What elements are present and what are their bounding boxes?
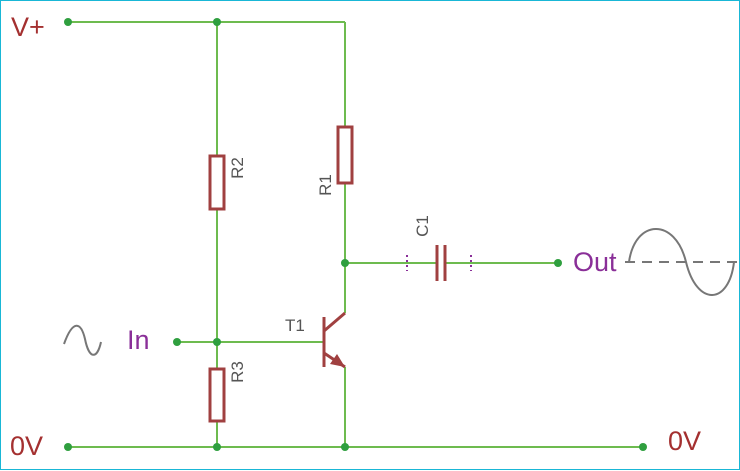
ground-r3-node	[213, 443, 221, 451]
ground-left-label: 0V	[10, 431, 43, 461]
resistor-r2: R2	[208, 154, 247, 211]
resistor-r1: R1	[316, 125, 354, 196]
resistor-r2-body	[208, 154, 226, 211]
base-divider-node	[213, 338, 221, 346]
vplus-label: V+	[11, 12, 45, 42]
output-terminal-node	[554, 259, 562, 267]
collector-output-node	[341, 259, 349, 267]
resistor-r3: R3	[208, 361, 247, 423]
resistor-r1-body	[336, 125, 354, 185]
wires	[68, 21, 643, 448]
vplus-r2-node	[213, 18, 221, 26]
vplus-terminal-node	[64, 18, 72, 26]
transistor-t1-emitter-arrow	[330, 354, 345, 367]
resistor-r3-body	[208, 367, 226, 423]
resistor-r3-label: R3	[228, 361, 247, 383]
resistor-r2-label: R2	[228, 157, 247, 179]
input-label: In	[127, 325, 150, 355]
signal-symbols	[63, 228, 737, 356]
transistor-t1-label: T1	[285, 316, 305, 335]
transistor-t1: T1	[285, 311, 346, 369]
ground-left-node	[64, 443, 72, 451]
ground-emitter-node	[341, 443, 349, 451]
transistor-t1-collector	[323, 311, 346, 333]
ground-right-label: 0V	[668, 426, 701, 456]
input-terminal-node	[173, 338, 181, 346]
net-labels: V+ 0V 0V In Out	[10, 12, 701, 461]
connection-nodes	[64, 18, 647, 451]
ground-right-node	[639, 443, 647, 451]
capacitor-c1: C1	[413, 215, 447, 281]
input-sine-icon	[63, 324, 102, 356]
resistor-r1-label: R1	[316, 174, 335, 196]
output-label: Out	[573, 247, 617, 277]
capacitor-c1-label: C1	[413, 215, 432, 237]
